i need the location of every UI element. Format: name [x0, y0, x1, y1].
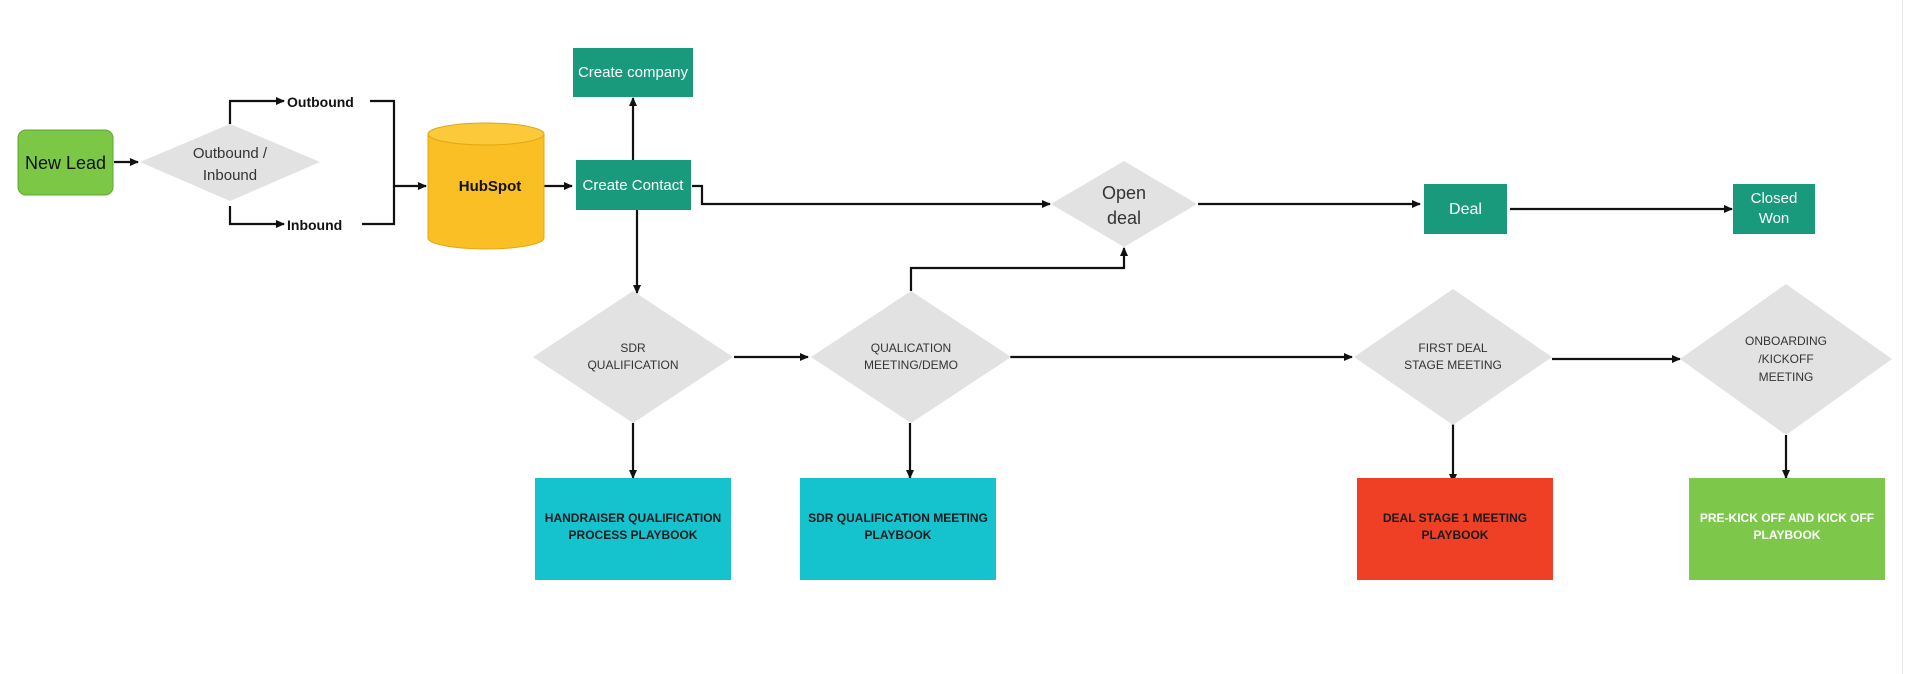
decision-label-line1: Outbound /: [193, 145, 268, 162]
kickoff-playbook-line1: PRE-KICK OFF AND KICK OFF: [1700, 511, 1874, 525]
create-company-node: Create company: [573, 48, 693, 97]
deal-stage-playbook-box: DEAL STAGE 1 MEETING PLAYBOOK: [1357, 478, 1553, 580]
closed-won-label-line2: Won: [1759, 210, 1790, 227]
create-contact-label: Create Contact: [583, 177, 685, 194]
outbound-label: Outbound: [287, 94, 354, 110]
qualication-meeting-label-line1: QUALICATION: [871, 341, 951, 355]
edge-qualication-to-opendeal: [909, 247, 1128, 291]
outbound-inbound-decision: Outbound / Inbound: [140, 124, 320, 201]
handraiser-playbook-line1: HANDRAISER QUALIFICATION: [545, 511, 721, 525]
handraiser-playbook-box: HANDRAISER QUALIFICATION PROCESS PLAYBOO…: [535, 478, 731, 580]
sdr-meeting-playbook-line2: PLAYBOOK: [865, 528, 932, 542]
open-deal-decision: Open deal: [1051, 161, 1197, 247]
connectors: [114, 97, 1790, 483]
hubspot-database: HubSpot: [427, 122, 545, 250]
qualication-meeting-label-line2: MEETING/DEMO: [864, 358, 958, 372]
closed-won-node: Closed Won: [1733, 184, 1815, 234]
new-lead-node: New Lead: [17, 129, 114, 196]
onboarding-kickoff-decision: ONBOARDING /KICKOFF MEETING: [1680, 284, 1892, 435]
deal-label: Deal: [1449, 201, 1482, 218]
sdr-qualification-label-line2: QUALIFICATION: [587, 358, 678, 372]
sdr-meeting-playbook-line1: SDR QUALIFICATION MEETING: [808, 511, 988, 525]
edge-outbound-to-hubspot: [370, 99, 427, 190]
deal-stage-playbook-line1: DEAL STAGE 1 MEETING: [1383, 511, 1527, 525]
deal-stage-playbook-line2: PLAYBOOK: [1422, 528, 1489, 542]
decision-label-line2: Inbound: [203, 167, 257, 184]
qualication-meeting-decision: QUALICATION MEETING/DEMO: [811, 291, 1011, 423]
create-contact-node: Create Contact: [576, 160, 691, 210]
closed-won-label-line1: Closed: [1751, 190, 1798, 207]
edge-contact-to-opendeal: [692, 184, 1051, 208]
onboarding-label-line2: /KICKOFF: [1758, 352, 1813, 366]
handraiser-playbook-line2: PROCESS PLAYBOOK: [569, 528, 698, 542]
inbound-label: Inbound: [287, 217, 342, 233]
first-deal-stage-label-line2: STAGE MEETING: [1404, 358, 1502, 372]
create-company-label: Create company: [578, 64, 689, 81]
edge-decision-to-inbound: [228, 206, 285, 228]
first-deal-stage-decision: FIRST DEAL STAGE MEETING: [1354, 289, 1552, 425]
sdr-meeting-playbook-box: SDR QUALIFICATION MEETING PLAYBOOK: [800, 478, 996, 580]
open-deal-label-line2: deal: [1107, 208, 1141, 228]
sdr-qualification-label-line1: SDR: [620, 341, 646, 355]
new-lead-label: New Lead: [25, 153, 106, 173]
hubspot-label: HubSpot: [459, 178, 521, 195]
sdr-qualification-decision: SDR QUALIFICATION: [533, 291, 733, 423]
kickoff-playbook-box: PRE-KICK OFF AND KICK OFF PLAYBOOK: [1689, 478, 1885, 580]
edge-inbound-to-hubspot: [362, 186, 396, 226]
canvas-edge-rule: [1902, 0, 1903, 674]
open-deal-label-line1: Open: [1102, 183, 1146, 203]
onboarding-label-line1: ONBOARDING: [1745, 334, 1827, 348]
kickoff-playbook-line2: PLAYBOOK: [1754, 528, 1821, 542]
deal-node: Deal: [1424, 184, 1507, 234]
edge-decision-to-outbound: [228, 97, 285, 124]
first-deal-stage-label-line1: FIRST DEAL: [1418, 341, 1487, 355]
onboarding-label-line3: MEETING: [1759, 370, 1814, 384]
